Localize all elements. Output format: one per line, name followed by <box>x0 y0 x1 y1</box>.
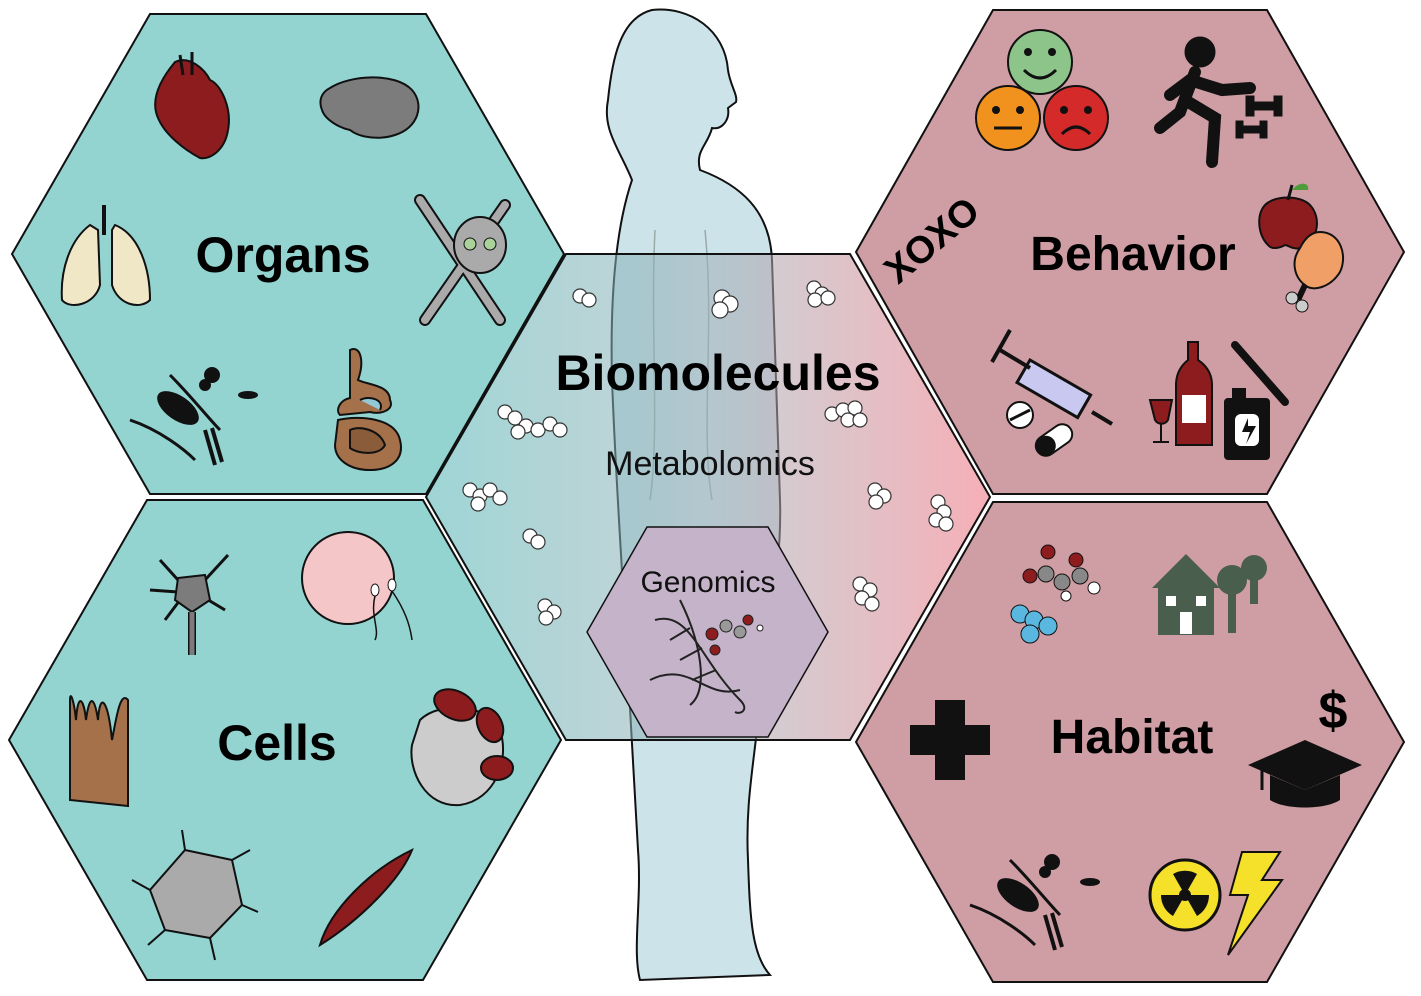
habitat-label: Habitat <box>1051 711 1214 764</box>
cells-label: Cells <box>217 715 337 771</box>
mood-faces-icon <box>975 29 1109 151</box>
molecule-icon <box>705 614 764 656</box>
pills-icon <box>1006 401 1074 457</box>
behavior-label: Behavior <box>1030 228 1235 281</box>
energy-drink-icon <box>1224 388 1270 460</box>
brain-icon <box>319 76 420 139</box>
metabolite-cluster-icon <box>806 280 836 308</box>
osteocyte-icon <box>131 829 259 961</box>
muscle-cell-icon <box>318 847 414 948</box>
blood-cells-icon <box>410 688 514 807</box>
skull-crossbones-icon <box>414 194 511 326</box>
biomolecules-hexagon <box>424 253 992 741</box>
metabolite-cluster-icon <box>824 400 868 428</box>
lungs-icon <box>60 205 152 306</box>
organs-hexagon <box>10 13 566 495</box>
dollar-icon: $ <box>1319 682 1348 740</box>
digestive-tract-icon <box>333 348 402 472</box>
radiation-icon <box>1148 858 1222 932</box>
microbes-icon <box>129 367 258 466</box>
metabolite-clusters <box>462 280 954 626</box>
organs-label: Organs <box>195 227 370 283</box>
house-trees-icon <box>1152 554 1267 635</box>
metabolite-cluster-icon <box>852 576 880 612</box>
syringe-icon <box>990 329 1114 426</box>
metabolite-cluster-icon <box>522 528 546 550</box>
epithelial-cell-icon <box>69 695 129 808</box>
metabolomics-label: Metabolomics <box>605 445 815 483</box>
metabolite-cluster-icon <box>572 288 597 308</box>
egg-sperm-icon <box>301 531 413 641</box>
running-person-icon <box>1154 36 1283 168</box>
metabolite-cluster-icon <box>537 598 562 626</box>
medical-cross-icon <box>910 700 990 780</box>
cells-hexagon <box>7 499 563 981</box>
metabolite-cluster-icon <box>867 482 892 510</box>
chemical-molecule-icon <box>1010 544 1101 644</box>
cigarette-icon <box>1231 341 1289 406</box>
biomolecules-label: Biomolecules <box>555 345 880 401</box>
metabolite-cluster-icon <box>928 494 954 532</box>
chicken-leg-icon <box>1285 230 1345 313</box>
neuron-icon <box>149 553 230 655</box>
microbes-icon <box>969 854 1100 951</box>
metabolite-cluster-icon <box>711 289 739 319</box>
apple-icon <box>1258 183 1318 250</box>
heart-icon <box>154 52 230 160</box>
lightning-icon <box>1227 851 1284 956</box>
metabolite-cluster-icon <box>462 482 508 512</box>
genomics-label: Genomics <box>640 566 775 599</box>
graduation-cap-icon <box>1248 740 1362 808</box>
metabolite-cluster-icon <box>497 404 568 440</box>
dna-helix-icon <box>649 599 746 714</box>
alcohol-icon <box>1148 341 1213 446</box>
